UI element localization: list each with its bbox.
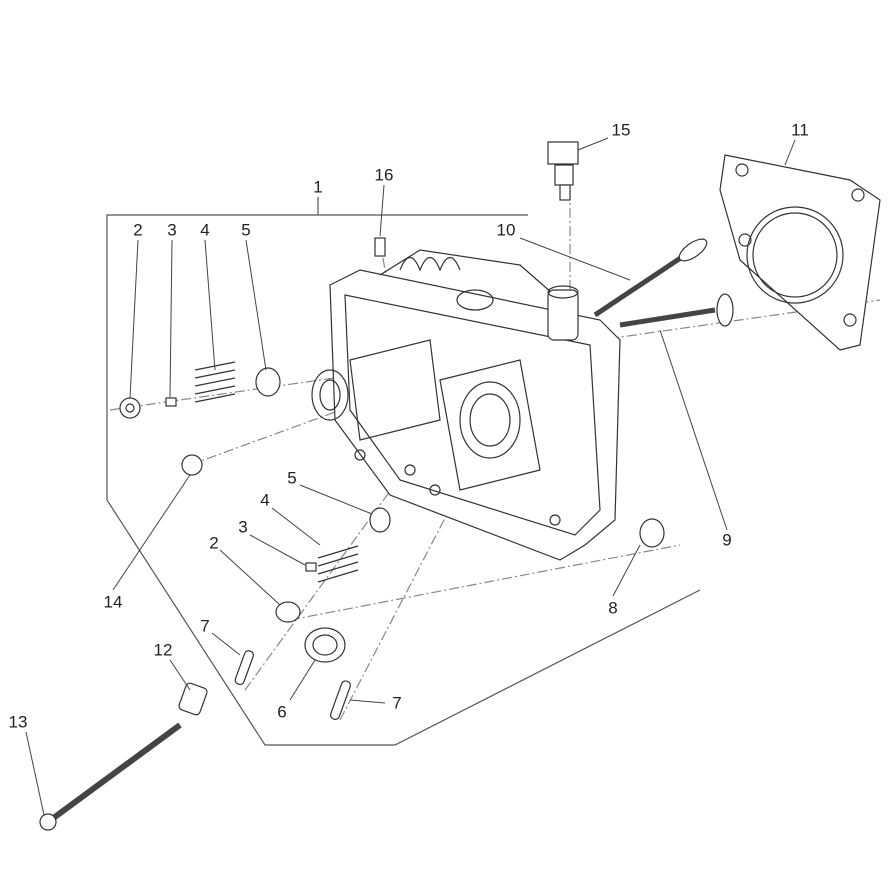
callout-12: 12 — [153, 640, 173, 660]
callout-10: 10 — [496, 220, 516, 240]
cylinder-head — [311, 249, 621, 561]
callout-14: 14 — [103, 592, 123, 612]
callout-8: 8 — [608, 598, 618, 618]
group-bracket — [106, 214, 701, 746]
callout-7: 7 — [200, 616, 210, 636]
dowel-pin — [374, 237, 386, 257]
callout-5: 5 — [241, 220, 251, 240]
callout-4: 4 — [200, 220, 210, 240]
callout-15: 15 — [611, 120, 631, 140]
head-gasket — [719, 154, 881, 351]
callout-4-lower: 4 — [260, 490, 270, 510]
callout-3-lower: 3 — [238, 517, 248, 537]
callout-13: 13 — [8, 712, 28, 732]
upper-valve-train — [119, 361, 281, 419]
callout-5-lower: 5 — [287, 468, 297, 488]
temperature-sensor — [547, 141, 579, 201]
callout-2: 2 — [133, 220, 143, 240]
callout-6: 6 — [277, 702, 287, 722]
callout-16: 16 — [374, 165, 394, 185]
leader-lines — [25, 137, 796, 816]
callout-11: 11 — [791, 120, 809, 140]
callout-3: 3 — [167, 220, 177, 240]
lower-valve-train — [39, 454, 665, 831]
valves — [593, 238, 734, 328]
callout-9: 9 — [722, 530, 732, 550]
callout-7-lower: 7 — [392, 693, 402, 713]
callout-1: 1 — [313, 177, 323, 197]
callout-2-lower: 2 — [209, 533, 219, 553]
